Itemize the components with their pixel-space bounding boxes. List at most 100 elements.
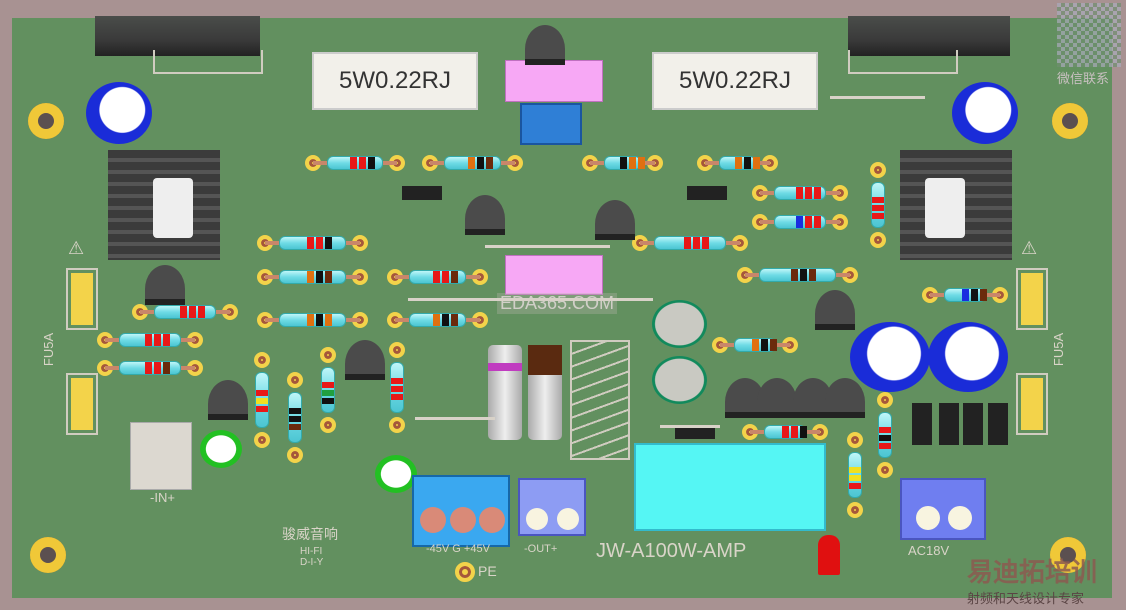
- solder-pad: [389, 342, 405, 358]
- capacitor: [200, 430, 242, 468]
- solder-pad: [254, 432, 270, 448]
- transistor: [815, 290, 855, 330]
- model-label: JW-A100W-AMP: [596, 540, 747, 562]
- resistor: [871, 182, 885, 228]
- capacitor: [375, 455, 417, 493]
- resistor: [654, 236, 726, 250]
- jumper-wire: [408, 298, 653, 301]
- resistor: [279, 313, 346, 327]
- heatsink-left: [108, 150, 220, 260]
- jumper-wire: [485, 245, 610, 248]
- diode: [675, 425, 715, 439]
- power-transistor-left: [95, 16, 260, 56]
- power-terminal-label: -45V G +45V: [426, 543, 490, 555]
- rectifier-diode: [963, 403, 983, 445]
- transistor: [595, 200, 635, 240]
- rectifier-diode: [939, 403, 959, 445]
- relay: [634, 443, 826, 531]
- jumper-wire: [830, 96, 925, 99]
- fuse-holder: [66, 373, 98, 435]
- power-transistor-right: [848, 16, 1010, 56]
- electrolytic-capacitor: [952, 82, 1018, 144]
- fuse-label-left: FU5A: [41, 332, 57, 367]
- slogan-watermark: 射频和天线设计专家: [967, 592, 1085, 607]
- transistor: [465, 195, 505, 235]
- resistor: [719, 156, 760, 170]
- inductor-outline: [570, 340, 630, 460]
- resistor: [944, 288, 987, 302]
- warning-icon: ⚠: [1021, 238, 1038, 258]
- diode: [402, 186, 442, 200]
- mounting-hole: [28, 103, 64, 139]
- pe-label: PE: [478, 563, 497, 579]
- solder-pad: [870, 162, 886, 178]
- eda365-watermark: EDA365.COM: [497, 293, 618, 314]
- transistor: [757, 378, 797, 418]
- brand-label: 骏威音响: [282, 526, 338, 542]
- mounting-hole: [1052, 103, 1088, 139]
- solder-pad: [320, 417, 336, 433]
- diode: [687, 186, 727, 200]
- led: [818, 535, 840, 575]
- transistor: [208, 380, 248, 420]
- hifi-label: HI-FI: [300, 546, 323, 557]
- capacitor: [652, 300, 707, 348]
- fuse-holder: [1016, 268, 1048, 330]
- input-connector: [130, 422, 192, 490]
- resistor: [327, 156, 383, 170]
- power-resistor-right: 5W0.22RJ: [652, 52, 818, 110]
- silk-outline: [848, 50, 958, 74]
- solder-pad: [847, 502, 863, 518]
- solder-pad: [870, 232, 886, 248]
- transistor: [345, 340, 385, 380]
- solder-pad: [287, 447, 303, 463]
- power-terminal-block: [412, 475, 510, 547]
- transistor: [145, 265, 185, 305]
- solder-pad: [254, 352, 270, 368]
- transistor: [825, 378, 865, 418]
- trimmer-potentiometer: [520, 103, 582, 145]
- fuse-holder: [1016, 373, 1048, 435]
- rectifier-diode: [988, 403, 1008, 445]
- electrolytic-capacitor: [928, 322, 1008, 392]
- resistor: [154, 305, 216, 319]
- jumper-wire: [660, 425, 720, 428]
- resistor: [444, 156, 501, 170]
- solder-pad: [877, 392, 893, 408]
- resistor: [119, 333, 181, 347]
- ac-terminal-block: [900, 478, 986, 540]
- power-resistor-left: 5W0.22RJ: [312, 52, 478, 110]
- output-terminal-block: [518, 478, 586, 536]
- solder-pad: [320, 347, 336, 363]
- pe-pad: [455, 562, 475, 582]
- resistor: [878, 412, 892, 458]
- resistor: [759, 268, 836, 282]
- resistor: [279, 270, 346, 284]
- solder-pad: [877, 462, 893, 478]
- electrolytic-capacitor: [86, 82, 152, 144]
- warning-icon: ⚠: [68, 238, 85, 258]
- ac-label: AC18V: [908, 543, 950, 558]
- resistor: [604, 156, 645, 170]
- film-capacitor: [505, 60, 603, 102]
- resistor: [774, 215, 826, 229]
- transistor: [525, 25, 565, 65]
- resistor: [255, 372, 269, 428]
- fuse-label-right: FU5A: [1051, 332, 1067, 367]
- qr-code: [1057, 3, 1121, 67]
- solder-pad: [847, 432, 863, 448]
- brand-watermark: 易迪拓培训: [967, 558, 1098, 588]
- film-capacitor: [505, 255, 603, 295]
- resistor: [321, 367, 335, 413]
- electrolytic-capacitor: [850, 322, 930, 392]
- resistor: [409, 313, 466, 327]
- resistor: [119, 361, 181, 375]
- fuse-holder: [66, 268, 98, 330]
- mounting-hole: [1050, 537, 1086, 573]
- resistor: [774, 186, 826, 200]
- resistor: [734, 338, 777, 352]
- input-label: -IN+: [150, 490, 175, 505]
- heatsink-right: [900, 150, 1012, 260]
- wechat-label: 微信联系: [1057, 72, 1110, 87]
